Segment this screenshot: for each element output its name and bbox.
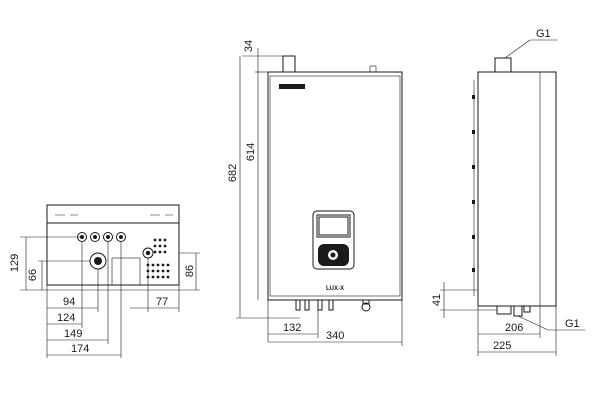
dimension-129-label: 129 <box>9 254 21 272</box>
dimension-614: 614 <box>245 72 259 300</box>
dimension-94-label: 94 <box>63 296 75 308</box>
side-view-bottom-fittings <box>496 305 531 317</box>
dimension-86: 86 <box>179 252 200 291</box>
dimension-614-label: 614 <box>245 143 257 161</box>
dimension-34: 34 <box>242 40 283 73</box>
dimension-41: 41 <box>431 282 497 318</box>
control-panel <box>312 210 355 270</box>
bottom-connectors <box>295 299 371 312</box>
dimension-77-label: 77 <box>156 296 168 308</box>
bottom-view: 129 66 86 94 124 149 <box>9 204 200 358</box>
dimension-340-label: 340 <box>326 330 344 342</box>
dimension-66-label: 66 <box>27 269 39 281</box>
label-g1-bottom: G1 <box>517 315 585 331</box>
front-view-casing <box>267 71 403 301</box>
dimension-124: 124 <box>47 242 83 328</box>
dimension-682: 682 <box>227 56 300 319</box>
dimension-174-label: 174 <box>71 343 89 355</box>
front-view-top-logo <box>279 84 305 89</box>
bottom-view-inner-box <box>111 257 141 286</box>
brand-logo: LUX-X <box>326 286 344 292</box>
side-view: G1 G1 41 206 225 <box>431 28 585 356</box>
dimension-206: 206 <box>477 306 541 356</box>
dimension-86-label: 86 <box>184 265 196 277</box>
side-view-casing <box>477 71 557 307</box>
dimension-41-label: 41 <box>431 294 443 306</box>
connection-port-icon <box>77 232 154 270</box>
dimension-340: 340 <box>268 300 403 346</box>
dimension-132: 132 <box>267 300 319 342</box>
top-pipe <box>282 55 296 73</box>
front-view: LUX-X 34 614 682 132 <box>227 40 403 346</box>
dimension-149-label: 149 <box>64 328 82 340</box>
dimension-66: 66 <box>27 260 90 290</box>
dimension-124-label: 124 <box>57 312 75 324</box>
side-view-top-pipe <box>494 57 512 73</box>
dimension-206-label: 206 <box>505 322 523 334</box>
grille-icon <box>146 238 170 279</box>
dimension-129: 129 <box>9 236 82 291</box>
dimension-225-label: 225 <box>493 340 511 352</box>
bottom-view-body <box>46 222 180 286</box>
dimension-94: 94 <box>47 269 99 312</box>
dimension-225: 225 <box>478 306 557 356</box>
bottom-view-top-panel <box>46 204 180 224</box>
dimension-149: 149 <box>47 242 109 344</box>
dimension-682-label: 682 <box>227 164 239 182</box>
dimension-132-label: 132 <box>283 322 301 334</box>
label-g1-top-text: G1 <box>536 28 551 40</box>
dimension-77: 77 <box>130 258 180 312</box>
dimension-34-label: 34 <box>243 40 255 52</box>
label-g1-top: G1 <box>504 28 558 59</box>
dimension-174: 174 <box>46 242 122 358</box>
label-g1-bottom-text: G1 <box>565 318 580 330</box>
